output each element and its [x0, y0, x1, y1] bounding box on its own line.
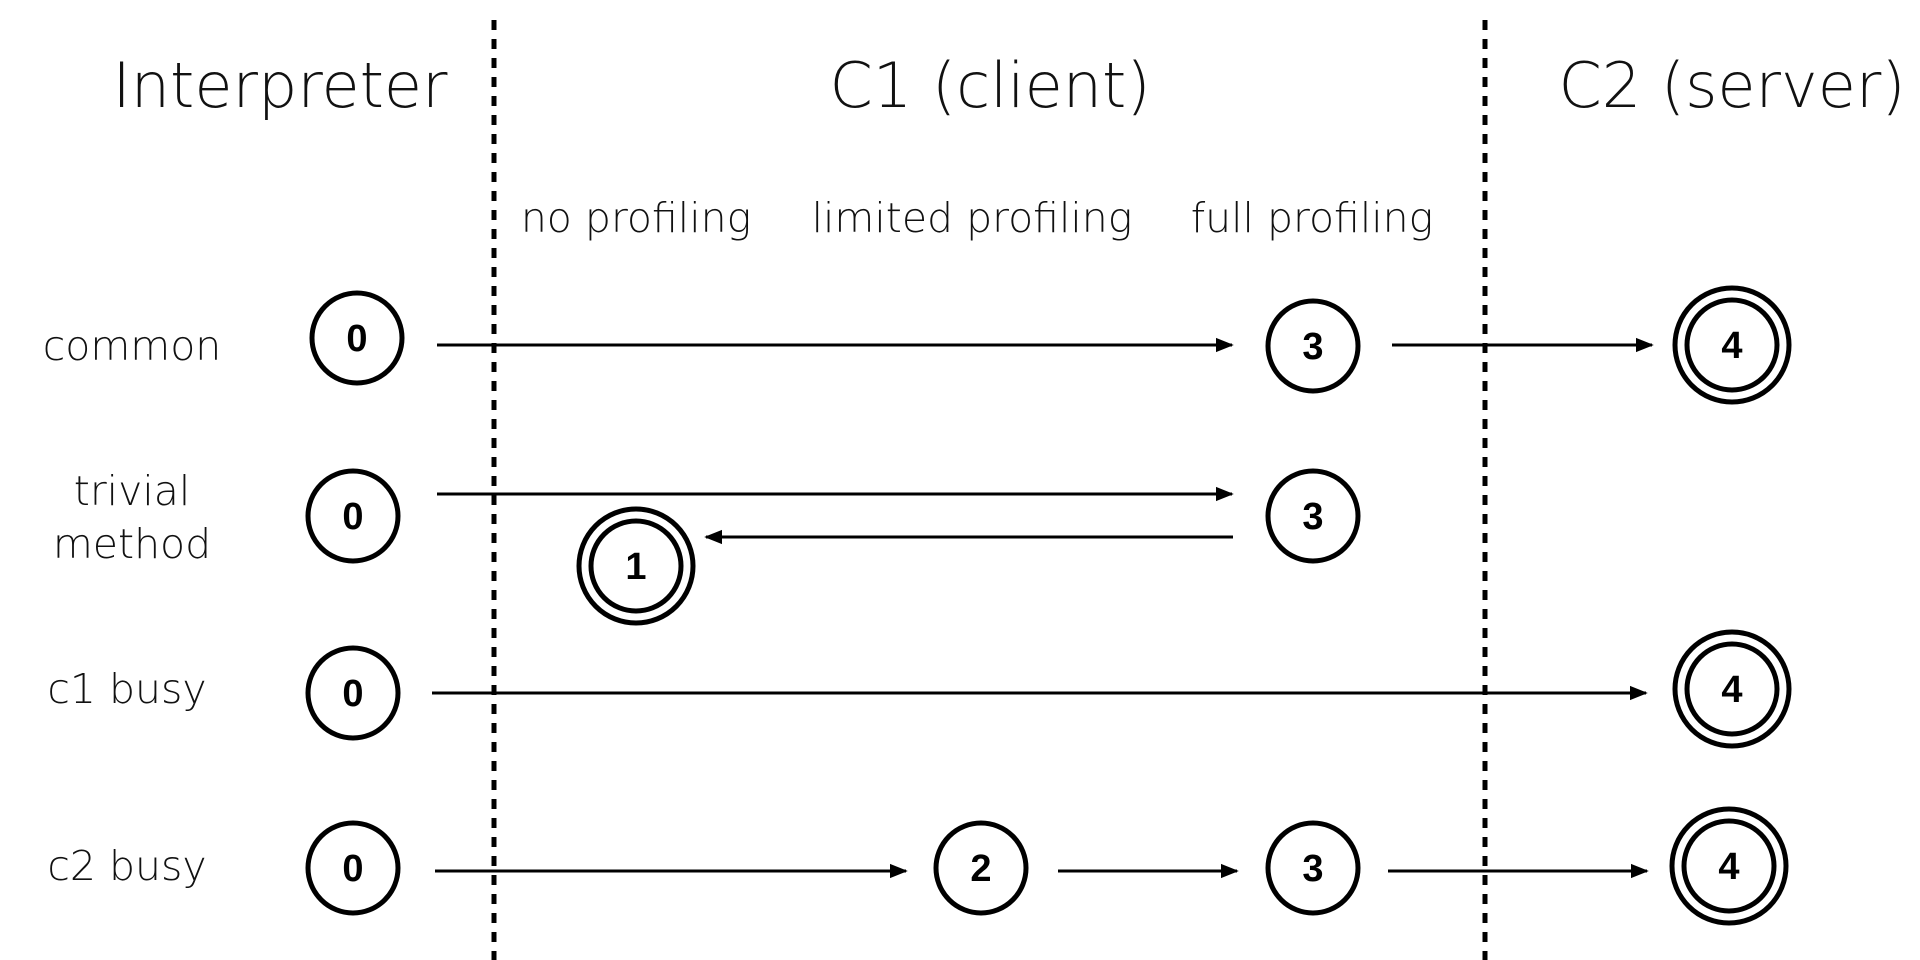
svg-text:0: 0 — [342, 848, 363, 890]
row-label-trivial: trivial — [74, 467, 191, 515]
node-trivial-1-final: 1 — [576, 506, 696, 626]
node-c1busy-4-final: 4 — [1672, 629, 1792, 749]
svg-text:0: 0 — [342, 673, 363, 715]
row-label-method: method — [53, 520, 211, 568]
svg-text:4: 4 — [1721, 669, 1742, 711]
node-common-4-final: 4 — [1672, 285, 1792, 405]
subheader-full-profiling: full profiling — [1191, 194, 1434, 242]
svg-text:0: 0 — [346, 318, 367, 360]
node-c2busy-3: 3 — [1265, 820, 1361, 916]
node-common-3: 3 — [1265, 298, 1361, 394]
svg-text:4: 4 — [1721, 325, 1742, 367]
node-trivial-3: 3 — [1265, 468, 1361, 564]
svg-text:4: 4 — [1718, 846, 1739, 888]
row-label-c2-busy: c2 busy — [47, 842, 206, 890]
node-c1busy-0: 0 — [305, 645, 401, 741]
header-interpreter: Interpreter — [112, 49, 448, 122]
subheader-no-profiling: no profiling — [521, 194, 751, 242]
node-common-0: 0 — [309, 290, 405, 386]
svg-text:3: 3 — [1302, 848, 1323, 890]
svg-text:3: 3 — [1302, 496, 1323, 538]
svg-text:2: 2 — [970, 848, 991, 890]
subheader-limited-profiling: limited profiling — [812, 194, 1133, 242]
node-c2busy-2: 2 — [933, 820, 1029, 916]
row-label-c1-busy: c1 busy — [47, 665, 206, 713]
node-c2busy-4-final: 4 — [1669, 806, 1789, 926]
node-c2busy-0: 0 — [305, 820, 401, 916]
header-c1-client: C1 (client) — [829, 49, 1150, 122]
svg-text:0: 0 — [342, 496, 363, 538]
row-label-common: common — [43, 322, 222, 370]
header-c2-server: C2 (server) — [1558, 49, 1905, 122]
svg-text:1: 1 — [625, 546, 646, 588]
node-trivial-0: 0 — [305, 468, 401, 564]
svg-text:3: 3 — [1302, 326, 1323, 368]
